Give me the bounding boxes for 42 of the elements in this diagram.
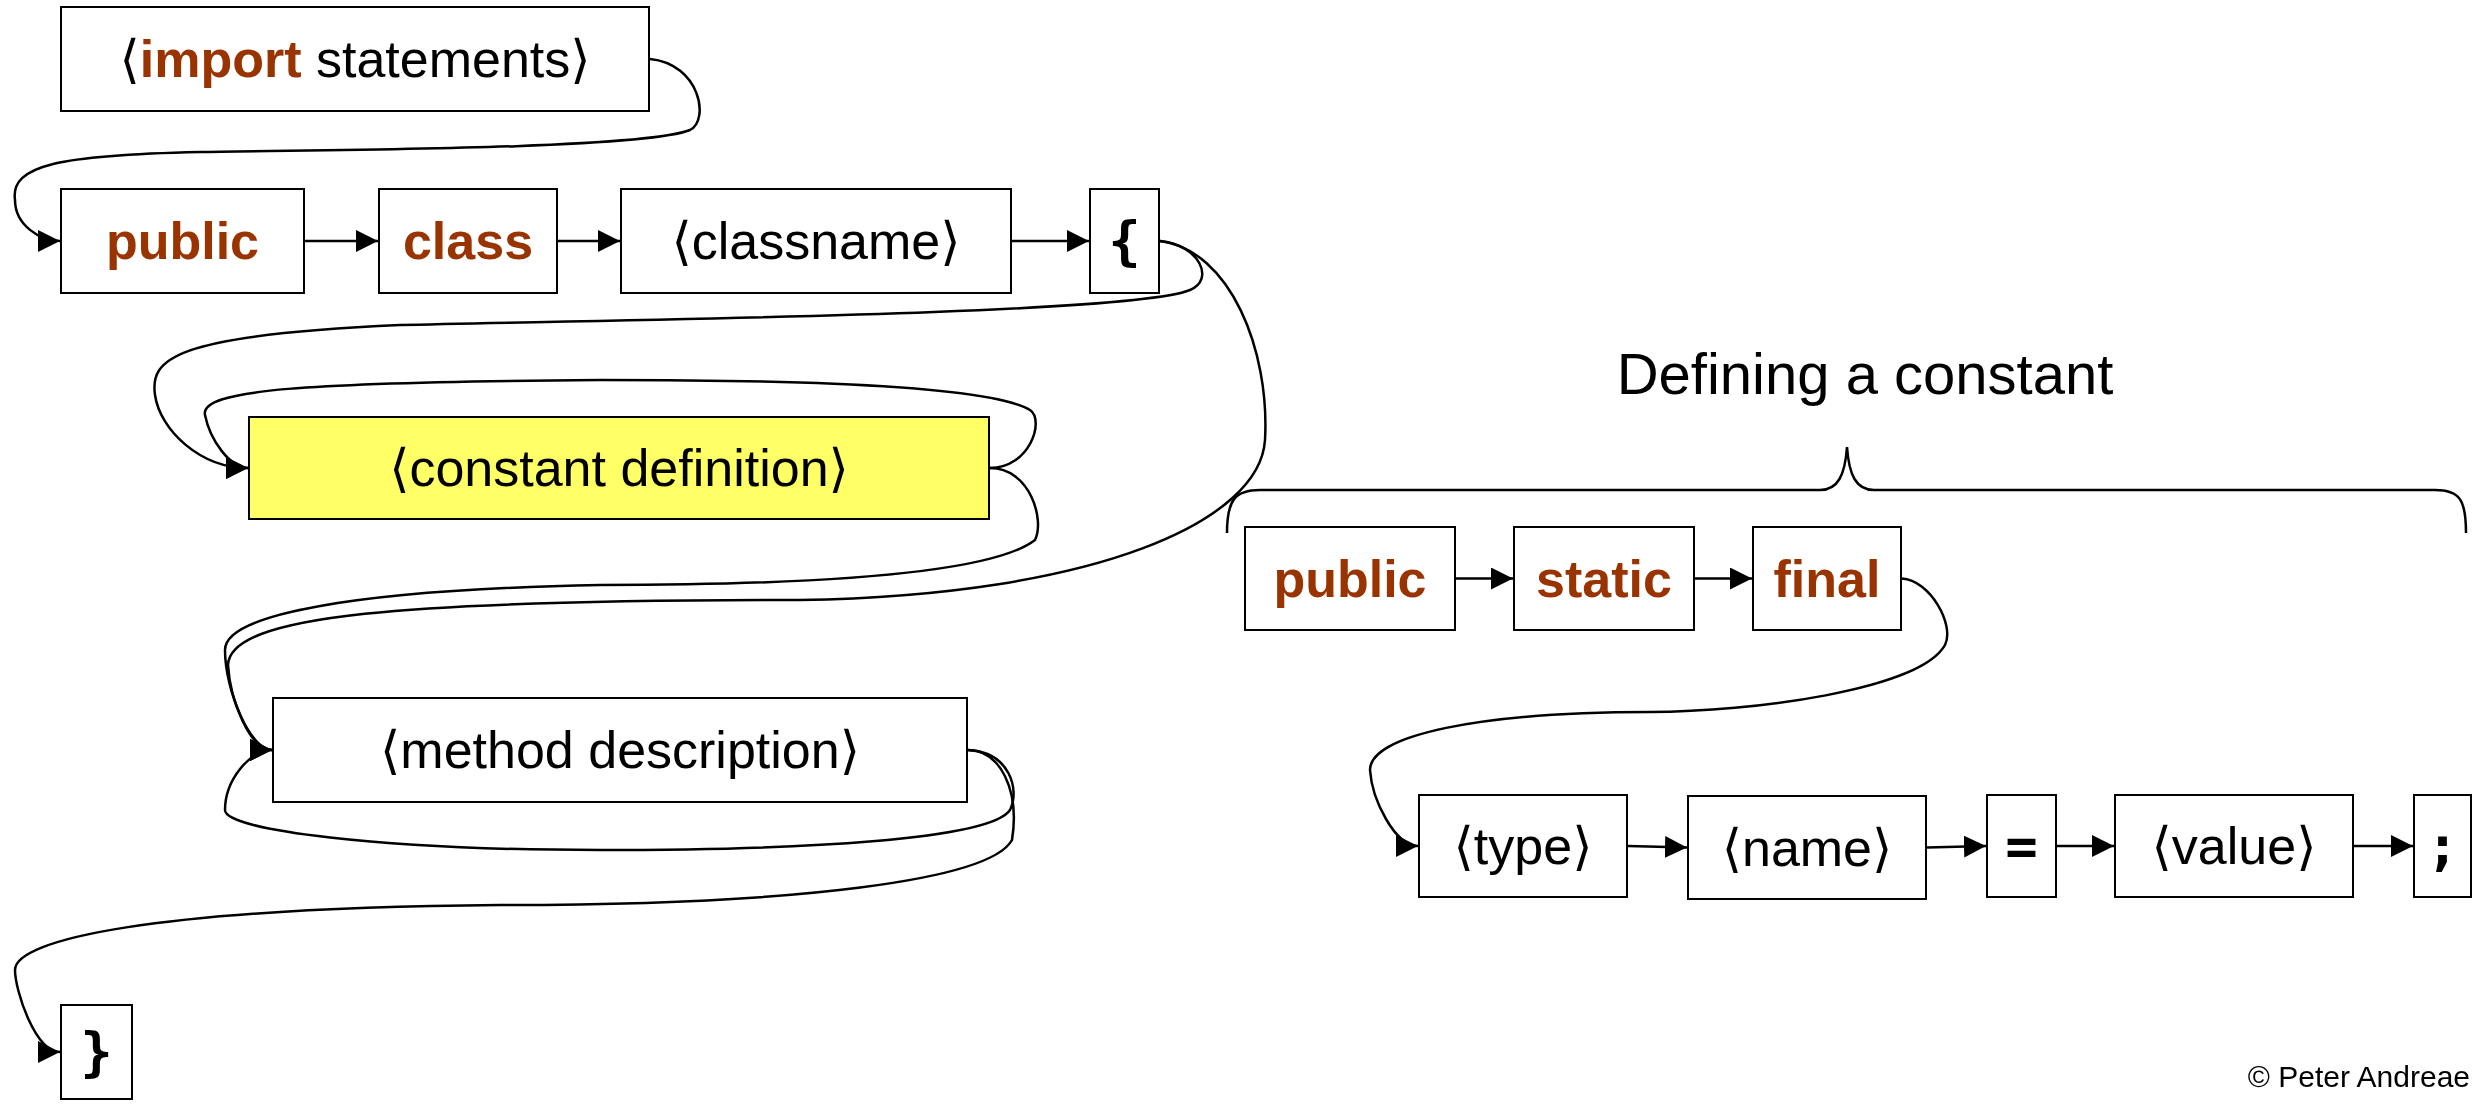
symbol-text: = <box>2005 814 2038 878</box>
copyright-note: © Peter Andreae <box>2246 1060 2470 1094</box>
syntax-box <box>620 188 1012 294</box>
arrow <box>305 230 378 252</box>
arrow <box>1926 835 1987 858</box>
symbol-text: ; <box>2426 814 2459 878</box>
syntax-box <box>1687 795 1927 900</box>
keyword-box <box>378 188 558 294</box>
arrow <box>1627 835 1688 858</box>
syntax-text: ⟨type⟩ <box>1453 816 1593 876</box>
arrow <box>2354 835 2413 857</box>
syntax-box <box>60 6 650 112</box>
symbol-box <box>2413 794 2472 898</box>
arrow <box>1012 230 1089 252</box>
keyword-box <box>1513 526 1695 631</box>
keyword-text: public <box>105 211 260 271</box>
syntax-text: ⟨import statements⟩ <box>119 29 591 89</box>
arrow <box>1456 567 1513 590</box>
arrow <box>203 378 1037 477</box>
arrow <box>2057 835 2114 857</box>
syntax-box <box>248 416 990 520</box>
keyword-text: final <box>1773 548 1881 609</box>
syntax-box <box>1418 794 1628 898</box>
arrow <box>1695 567 1752 590</box>
keyword-text: public <box>1273 548 1427 609</box>
syntax-box <box>2114 794 2354 898</box>
keyword-text: static <box>1536 548 1672 609</box>
syntax-text: ⟨name⟩ <box>1721 817 1893 878</box>
arrow <box>558 230 620 252</box>
syntax-text: ⟨value⟩ <box>2151 816 2317 876</box>
arrow <box>13 57 701 251</box>
arrow <box>1368 577 1949 854</box>
keyword-box <box>60 188 305 294</box>
symbol-box <box>1986 794 2057 898</box>
symbol-box <box>1089 188 1160 294</box>
syntax-text: ⟨classname⟩ <box>671 211 961 271</box>
keyword-text: class <box>402 211 534 271</box>
syntax-text: ⟨constant definition⟩ <box>389 438 849 498</box>
section-heading: Defining a constant <box>1615 340 2115 407</box>
keyword-box <box>1244 526 1456 631</box>
symbol-text: { <box>1108 209 1141 273</box>
keyword-box <box>1752 526 1902 631</box>
